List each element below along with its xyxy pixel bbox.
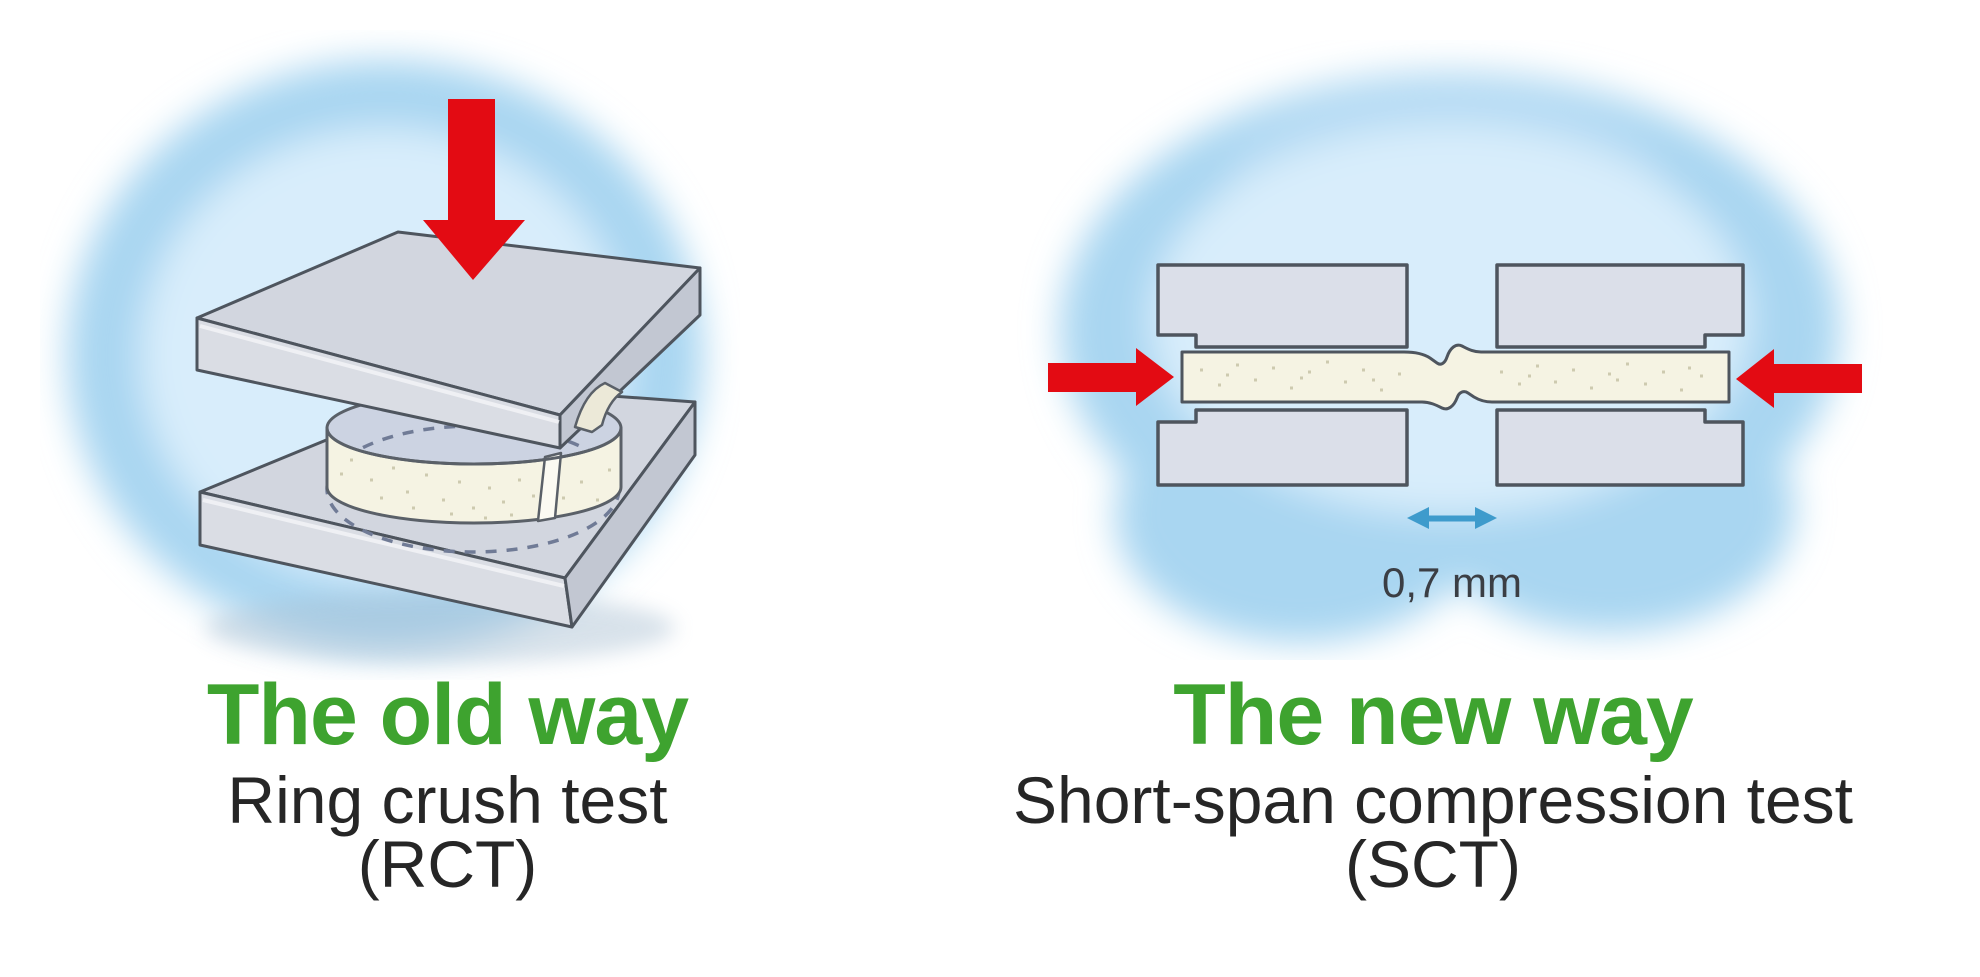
old-way-abbreviation: (RCT) [357,827,538,901]
clamp-top-right [1495,263,1745,349]
sct-caption: The new way Short-span compression test … [983,667,1883,901]
clamp-bottom-right [1495,408,1745,487]
rct-caption: The old way Ring crush test (RCT) [45,667,850,901]
paper-strip [1180,343,1731,411]
down-force-arrow-icon [423,99,525,280]
sct-illustration: 0,7 mm [1048,72,1862,643]
left-force-arrow-icon [1048,348,1174,406]
new-way-abbreviation: (SCT) [1345,827,1521,901]
clamp-bottom-left [1156,408,1409,487]
gap-width-label: 0,7 mm [1382,559,1522,606]
platen-shadow [205,592,675,664]
span-measure-arrow-icon [1407,507,1497,529]
paper-ring-speckles [340,458,611,520]
paper-ring-back-edge [573,381,624,434]
new-way-subtitle: Short-span compression test [1012,763,1854,837]
right-force-arrow-icon [1736,349,1862,408]
old-way-heading: The old way [206,667,689,763]
rct-illustration [67,60,703,664]
old-way-subtitle: Ring crush test [227,763,668,837]
clamp-top-left [1156,263,1409,349]
new-way-heading: The new way [1173,667,1694,763]
ring-slit [536,451,563,523]
paper-strip-speckles [1200,360,1703,392]
top-platen [195,230,702,450]
